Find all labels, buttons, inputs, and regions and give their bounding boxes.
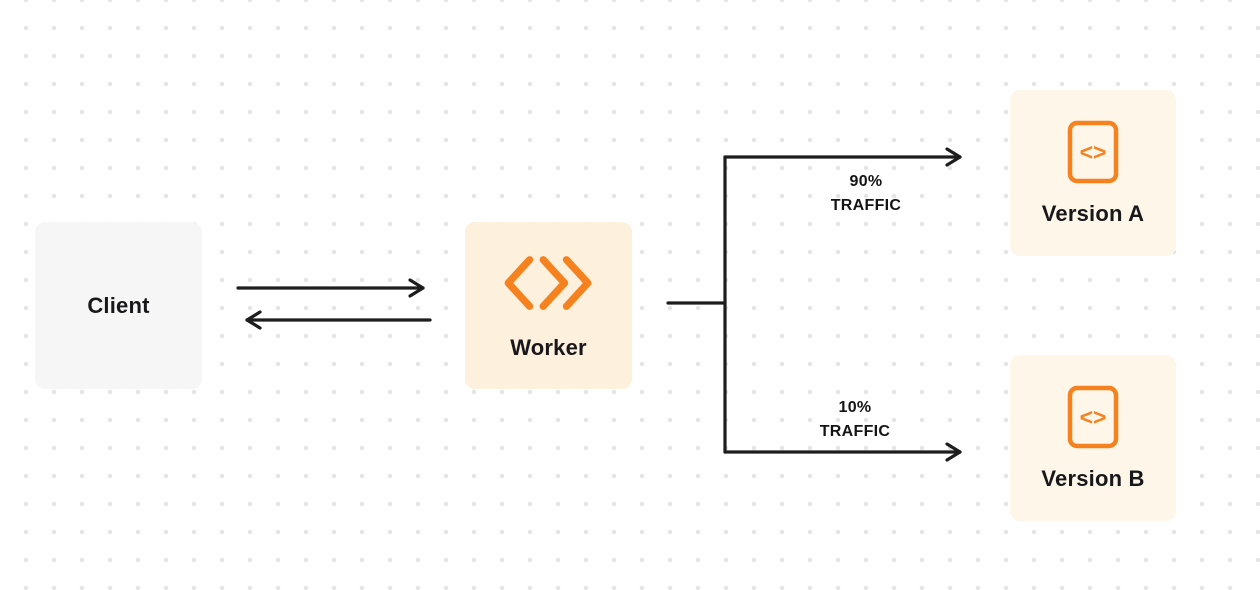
traffic-label-version-a: 90% TRAFFIC bbox=[786, 170, 946, 218]
cloudflare-workers-icon bbox=[504, 255, 591, 310]
code-icon: <> bbox=[1067, 385, 1119, 449]
traffic-percent-b: 10% bbox=[838, 399, 872, 416]
traffic-percent-a: 90% bbox=[849, 173, 883, 190]
version-b-label: Version B bbox=[1041, 466, 1145, 491]
traffic-caption-a: TRAFFIC bbox=[830, 197, 902, 214]
code-icon-glyph: <> bbox=[1080, 404, 1107, 430]
code-icon: <> bbox=[1067, 120, 1119, 184]
traffic-caption-b: TRAFFIC bbox=[819, 423, 891, 440]
worker-label: Worker bbox=[510, 334, 587, 360]
node-version-b: <> Version B bbox=[1010, 355, 1176, 521]
client-label: Client bbox=[87, 292, 150, 318]
code-icon-glyph: <> bbox=[1080, 139, 1107, 165]
version-a-label: Version A bbox=[1041, 201, 1145, 226]
traffic-label-version-b: 10% TRAFFIC bbox=[775, 396, 935, 444]
node-worker: Worker bbox=[465, 222, 632, 389]
node-version-a: <> Version A bbox=[1010, 90, 1176, 256]
node-client: Client bbox=[35, 222, 202, 389]
